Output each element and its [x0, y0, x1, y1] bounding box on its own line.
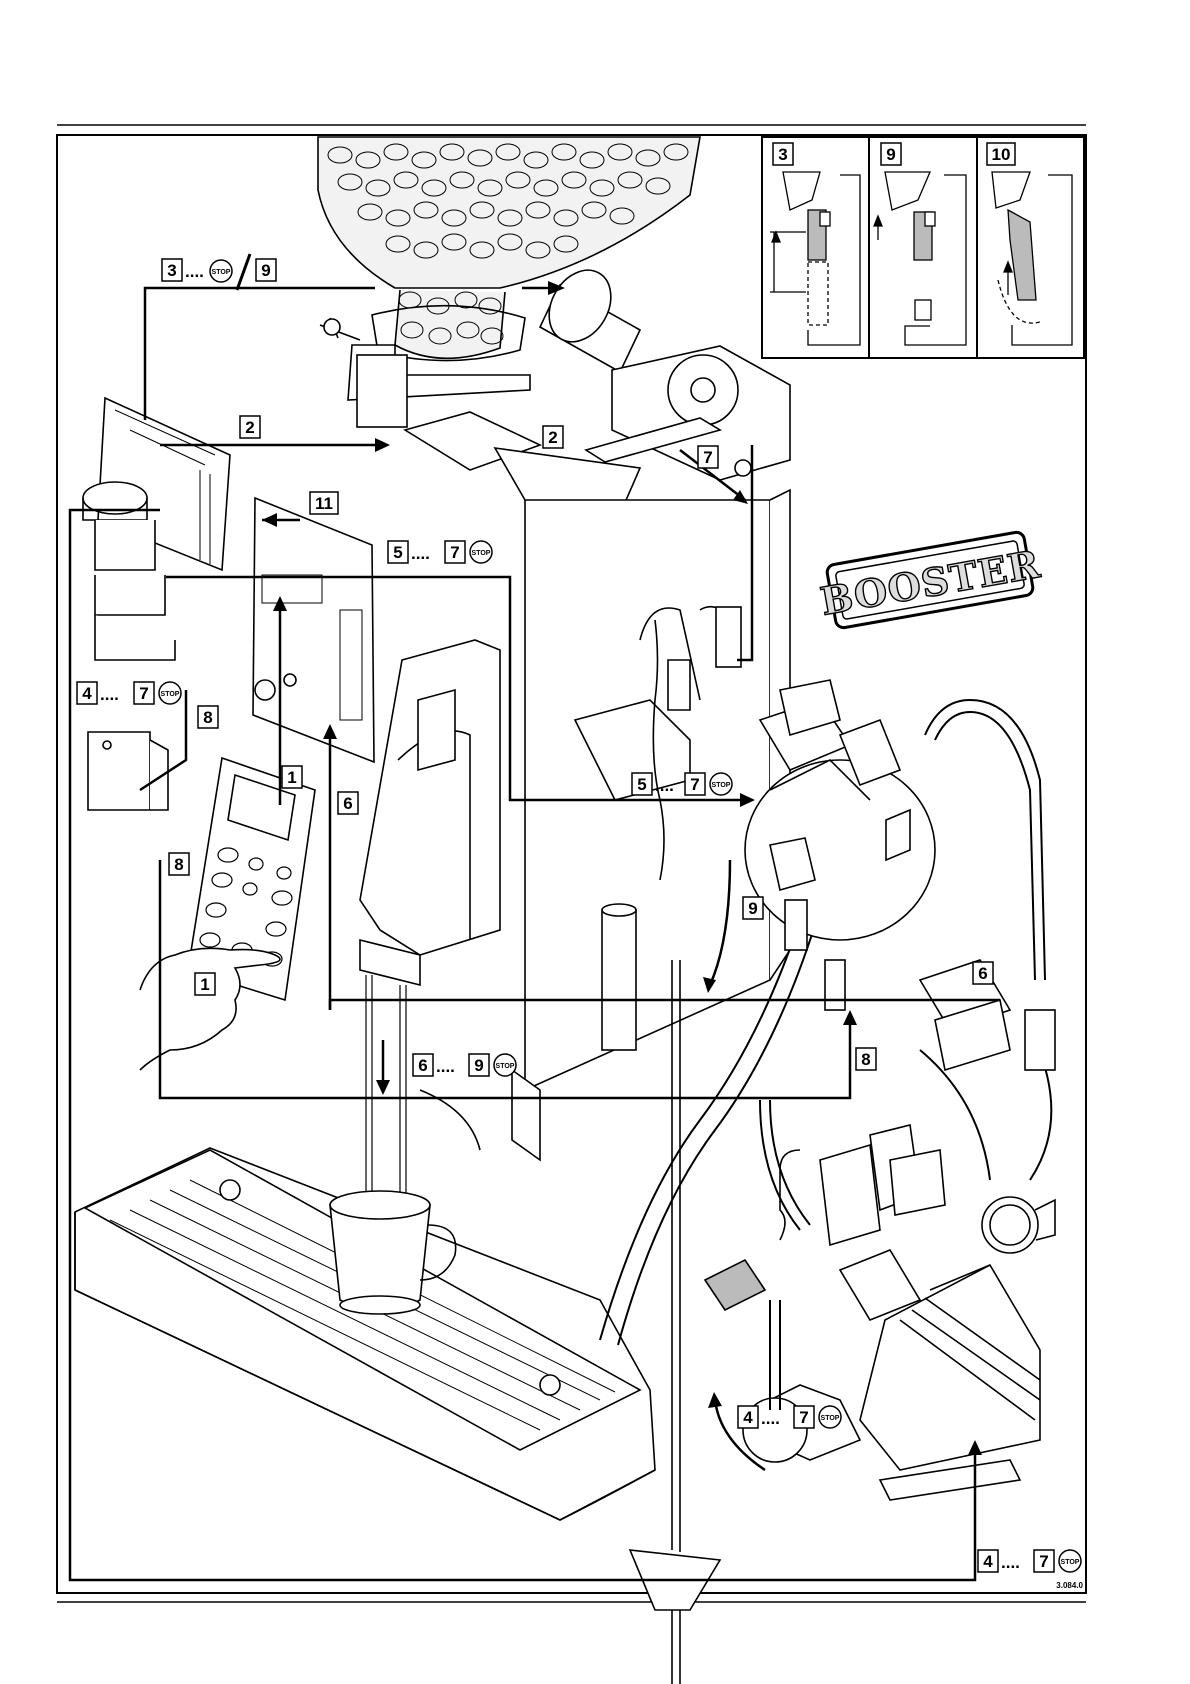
- svg-text:....: ....: [655, 776, 674, 795]
- heater-cylinder: [602, 910, 636, 1050]
- svg-text:2: 2: [245, 418, 254, 437]
- svg-text:3: 3: [167, 261, 176, 280]
- label-9-boiler: 9: [743, 897, 763, 919]
- svg-text:4: 4: [743, 1408, 753, 1427]
- svg-text:4: 4: [82, 684, 92, 703]
- svg-text:STOP: STOP: [712, 782, 731, 789]
- svg-text:STOP: STOP: [821, 1415, 840, 1422]
- label-8-lower: 8: [856, 1048, 876, 1070]
- svg-text:6: 6: [418, 1056, 427, 1075]
- inset-label-3: 3: [773, 143, 793, 165]
- water-pipe-loop: [925, 700, 1045, 980]
- svg-text:9: 9: [886, 145, 895, 164]
- svg-text:1: 1: [287, 768, 296, 787]
- inset-label-10: 10: [987, 143, 1015, 165]
- svg-text:....: ....: [761, 1409, 780, 1428]
- svg-text:9: 9: [748, 899, 757, 918]
- small-module: [88, 732, 168, 810]
- label-3-stop-9: 3 .... STOP 9: [162, 254, 276, 290]
- label-7-brewing: 7: [698, 446, 718, 468]
- svg-text:11: 11: [315, 494, 333, 513]
- svg-text:5: 5: [393, 543, 402, 562]
- svg-text:6: 6: [343, 794, 352, 813]
- svg-text:4: 4: [983, 1552, 993, 1571]
- inset-detail-panel: [762, 137, 1084, 358]
- label-8-upper: 8: [198, 706, 218, 728]
- svg-text:5: 5: [637, 775, 646, 794]
- water-pump: [705, 1125, 1040, 1500]
- svg-text:....: ....: [100, 685, 119, 704]
- svg-text:8: 8: [203, 708, 212, 727]
- svg-text:STOP: STOP: [161, 691, 180, 698]
- svg-text:....: ....: [185, 262, 204, 281]
- svg-text:....: ....: [1001, 1553, 1020, 1572]
- svg-text:7: 7: [799, 1408, 808, 1427]
- label-8-middle: 8: [169, 853, 189, 875]
- svg-text:6: 6: [978, 964, 987, 983]
- label-6-valve: 6: [973, 962, 993, 984]
- svg-text:9: 9: [474, 1056, 483, 1075]
- svg-text:7: 7: [1039, 1552, 1048, 1571]
- svg-text:7: 7: [690, 775, 699, 794]
- label-6-9-stop: 6 .... 9 STOP: [413, 1054, 516, 1076]
- cpu-board: [253, 498, 374, 762]
- svg-text:9: 9: [261, 261, 270, 280]
- grinder-motor: [537, 259, 640, 372]
- label-5-7-stop-top: 5 .... 7 STOP: [388, 541, 492, 563]
- svg-text:10: 10: [992, 145, 1011, 164]
- svg-text:STOP: STOP: [496, 1063, 515, 1070]
- label-1-upper: 1: [282, 766, 302, 788]
- machine-illustration: [75, 137, 1055, 1684]
- svg-text:....: ....: [411, 544, 430, 563]
- drawing-reference: 3.084.0: [1056, 1581, 1083, 1590]
- label-4-7-stop-left: 4 .... 7 STOP: [77, 682, 181, 704]
- svg-text:STOP: STOP: [472, 550, 491, 557]
- label-1-lower: 1: [195, 973, 215, 995]
- svg-text:2: 2: [548, 428, 557, 447]
- label-2-grinder: 2: [240, 416, 260, 438]
- label-6-outlet: 6: [338, 792, 358, 814]
- svg-text:8: 8: [861, 1050, 870, 1069]
- svg-text:3: 3: [778, 145, 787, 164]
- svg-text:1: 1: [200, 975, 209, 994]
- inset-label-9: 9: [881, 143, 901, 165]
- label-2-doser: 2: [543, 426, 563, 448]
- svg-text:7: 7: [139, 684, 148, 703]
- coffee-outlet: [360, 640, 500, 985]
- pressure-gauge: [982, 1197, 1055, 1253]
- label-4-7-stop-bottom: 4 .... 7 STOP: [978, 1550, 1081, 1572]
- svg-text:STOP: STOP: [1061, 1559, 1080, 1566]
- label-11-cpu: 11: [310, 492, 338, 514]
- svg-text:7: 7: [450, 543, 459, 562]
- svg-text:STOP: STOP: [212, 269, 231, 276]
- svg-text:7: 7: [703, 448, 712, 467]
- booster-badge: BOOSTER: [815, 529, 1045, 631]
- svg-text:8: 8: [174, 855, 183, 874]
- svg-text:....: ....: [436, 1057, 455, 1076]
